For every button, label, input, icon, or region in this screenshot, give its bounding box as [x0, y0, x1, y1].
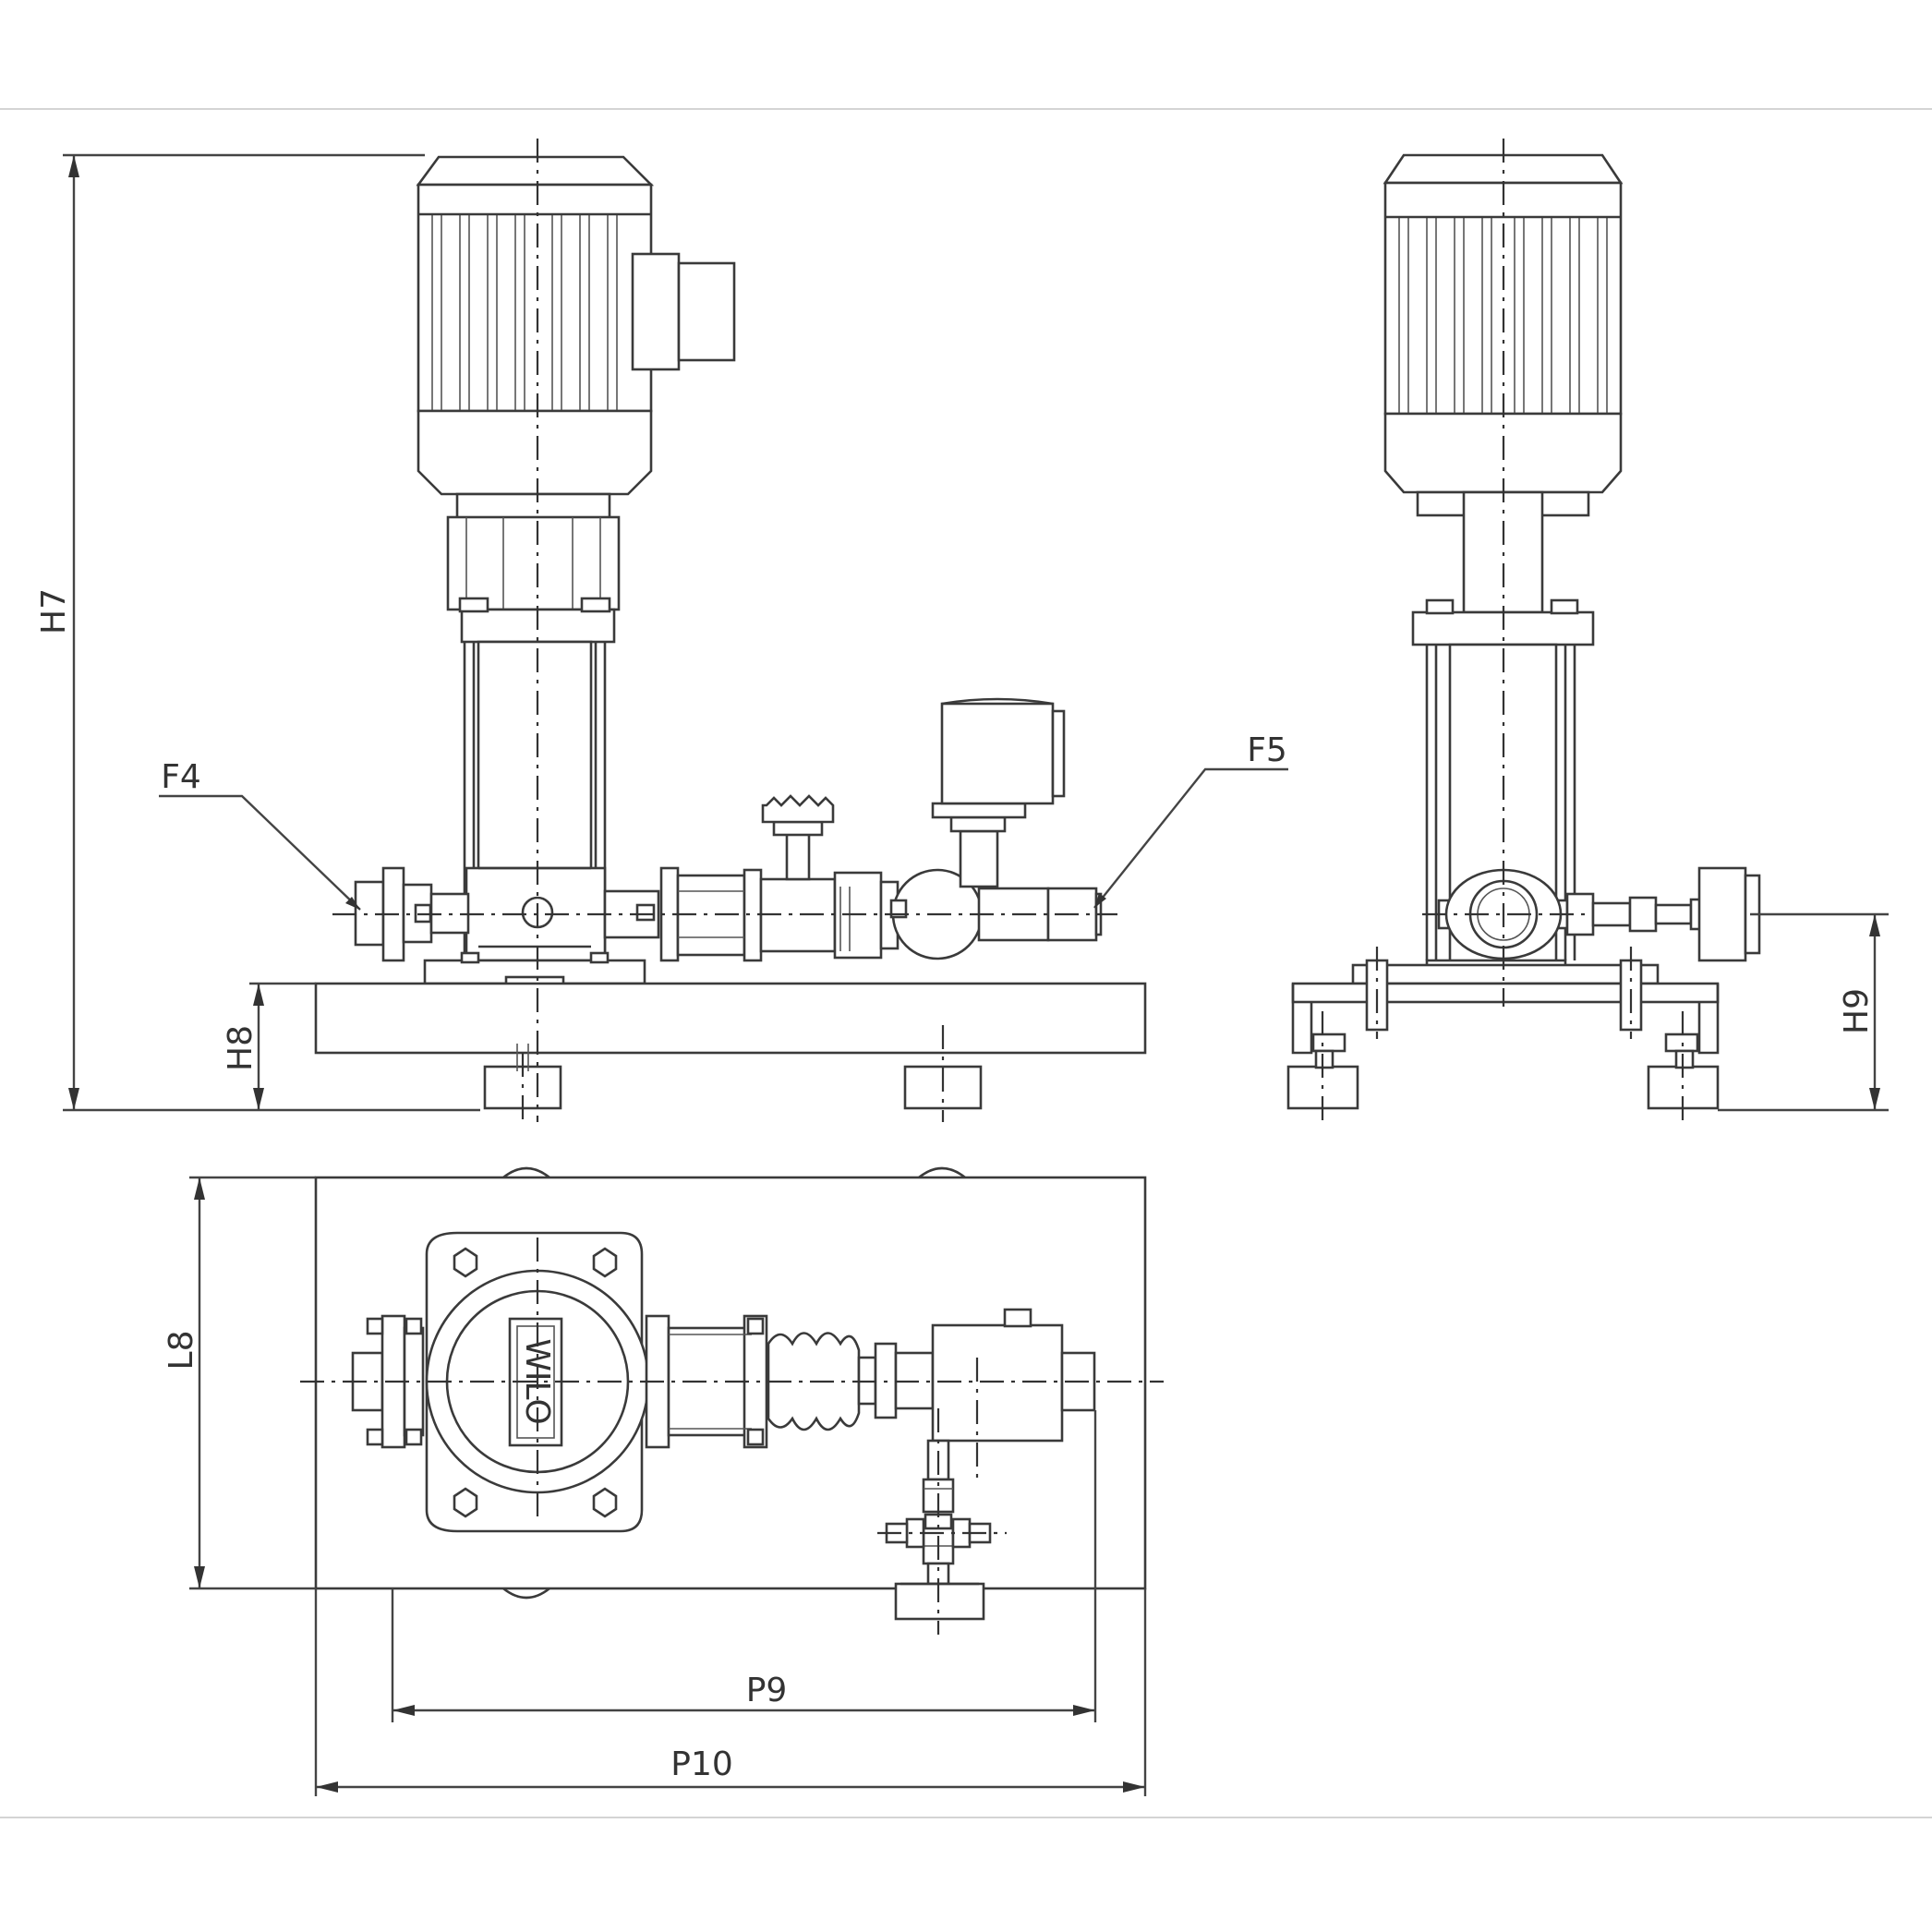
base-plate-top — [314, 1176, 1147, 1590]
side-view — [1286, 139, 1761, 1122]
top-view: WILO — [300, 1166, 1164, 1635]
label-h9: H9 — [1838, 988, 1876, 1034]
pump-column-front — [423, 640, 646, 988]
front-view — [159, 139, 1288, 1122]
base-plate-front — [314, 982, 1147, 1055]
label-p9: P9 — [746, 1672, 788, 1709]
label-h8: H8 — [222, 1025, 260, 1071]
label-f4: F4 — [161, 758, 201, 796]
label-h7: H7 — [35, 588, 73, 634]
lantern-front — [446, 515, 621, 611]
outlet-piping-front — [603, 697, 1103, 962]
dimension-lines — [63, 153, 1889, 1796]
label-p10: P10 — [670, 1745, 733, 1783]
label-f5: F5 — [1247, 731, 1287, 769]
motor-front — [416, 155, 736, 524]
label-l8: L8 — [163, 1331, 200, 1371]
